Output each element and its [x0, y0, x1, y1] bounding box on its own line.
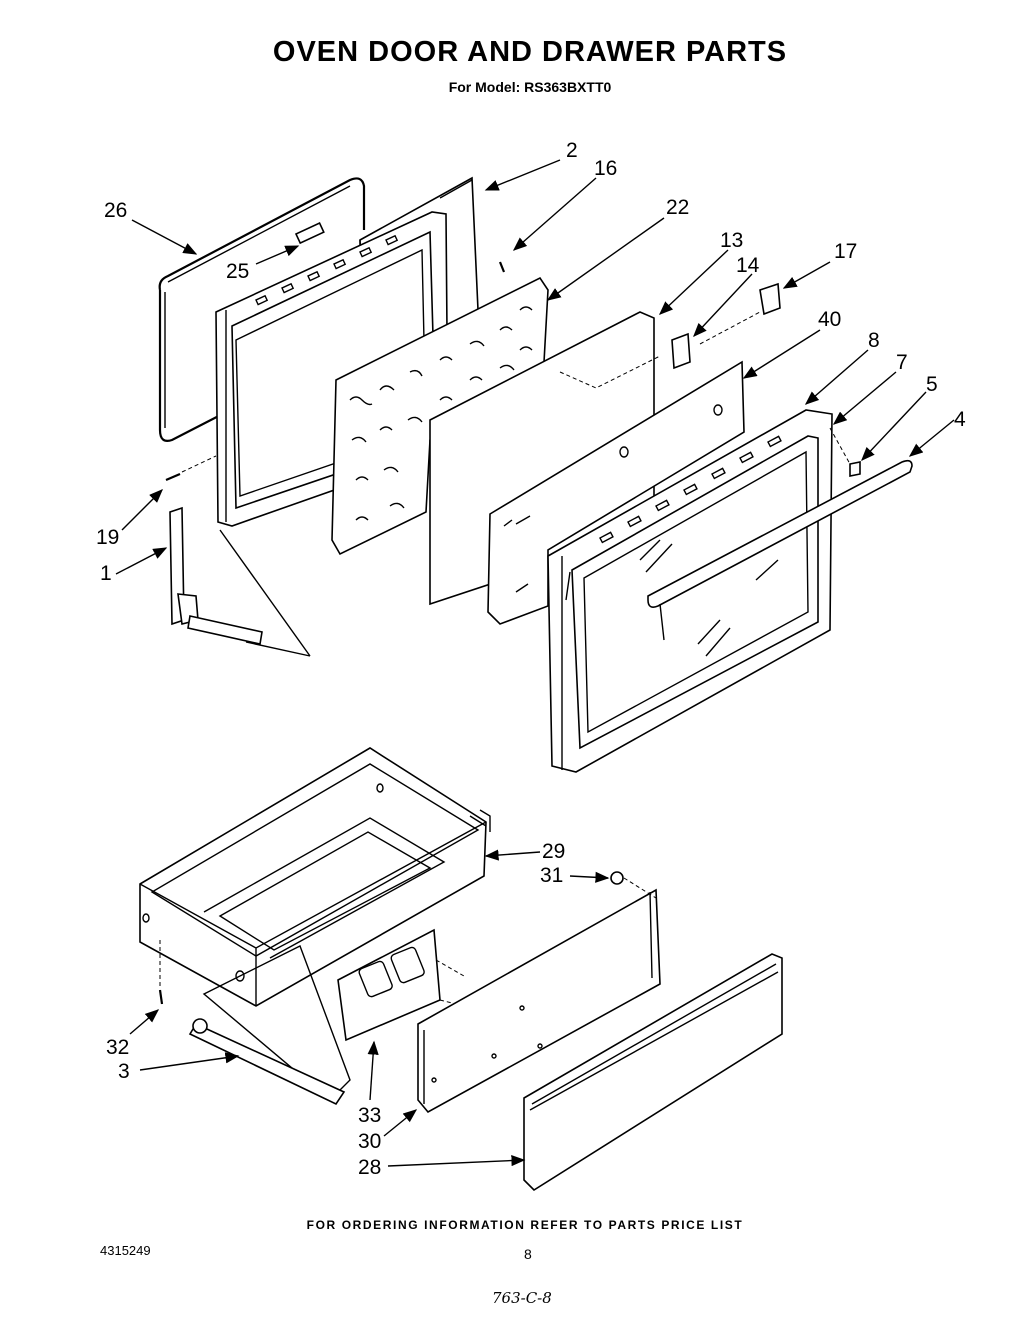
drawer-bumper [610, 871, 624, 885]
model-subtitle: For Model: RS363BXTT0 [448, 79, 612, 95]
callout-7: 7 [896, 351, 908, 374]
callout-22: 22 [666, 196, 689, 219]
callout-3: 3 [118, 1060, 130, 1083]
callout-1: 1 [100, 562, 112, 585]
callout-labels: 2 16 26 22 13 14 17 25 40 8 7 5 4 19 1 2… [96, 139, 966, 1179]
page-title: OVEN DOOR AND DRAWER PARTS [272, 36, 788, 68]
page-number: 8 [524, 1246, 532, 1262]
glass-bracket [671, 332, 691, 370]
door-gasket [158, 177, 366, 442]
callout-16: 16 [594, 157, 617, 180]
callout-5: 5 [926, 373, 938, 396]
callout-17: 17 [834, 240, 857, 263]
callout-14: 14 [736, 254, 760, 277]
callout-13: 13 [720, 229, 743, 252]
drawer-front-panel [523, 953, 783, 1192]
callout-28: 28 [358, 1156, 381, 1179]
callout-25: 25 [226, 260, 249, 283]
callout-4: 4 [954, 408, 966, 431]
handwritten-code: 763-C-8 [492, 1289, 552, 1307]
ordering-note: FOR ORDERING INFORMATION REFER TO PARTS … [306, 1218, 744, 1232]
door-bumper [759, 282, 781, 316]
callout-leaders [115, 159, 955, 1167]
door-screw [498, 261, 506, 273]
callout-30: 30 [358, 1130, 381, 1153]
callout-26: 26 [104, 199, 127, 222]
door-clip [294, 221, 325, 245]
storage-drawer-assembly [139, 747, 783, 1192]
handle-screw [849, 461, 861, 477]
hinge-screw [165, 472, 181, 482]
callout-33: 33 [358, 1104, 381, 1127]
callout-40: 40 [818, 308, 841, 331]
drawer-screw [158, 989, 164, 1005]
door-handle [647, 459, 913, 608]
callout-32: 32 [106, 1036, 129, 1059]
callout-31: 31 [540, 864, 563, 887]
callout-8: 8 [868, 329, 880, 352]
drawer-front-inner [417, 888, 661, 1114]
oven-door-assembly [158, 176, 913, 773]
drawer-body [139, 747, 487, 1007]
callout-19: 19 [96, 526, 119, 549]
document-number: 4315249 [100, 1243, 151, 1258]
callout-29: 29 [542, 840, 565, 863]
drawer-slide [188, 1022, 346, 1106]
callout-2: 2 [566, 139, 578, 162]
